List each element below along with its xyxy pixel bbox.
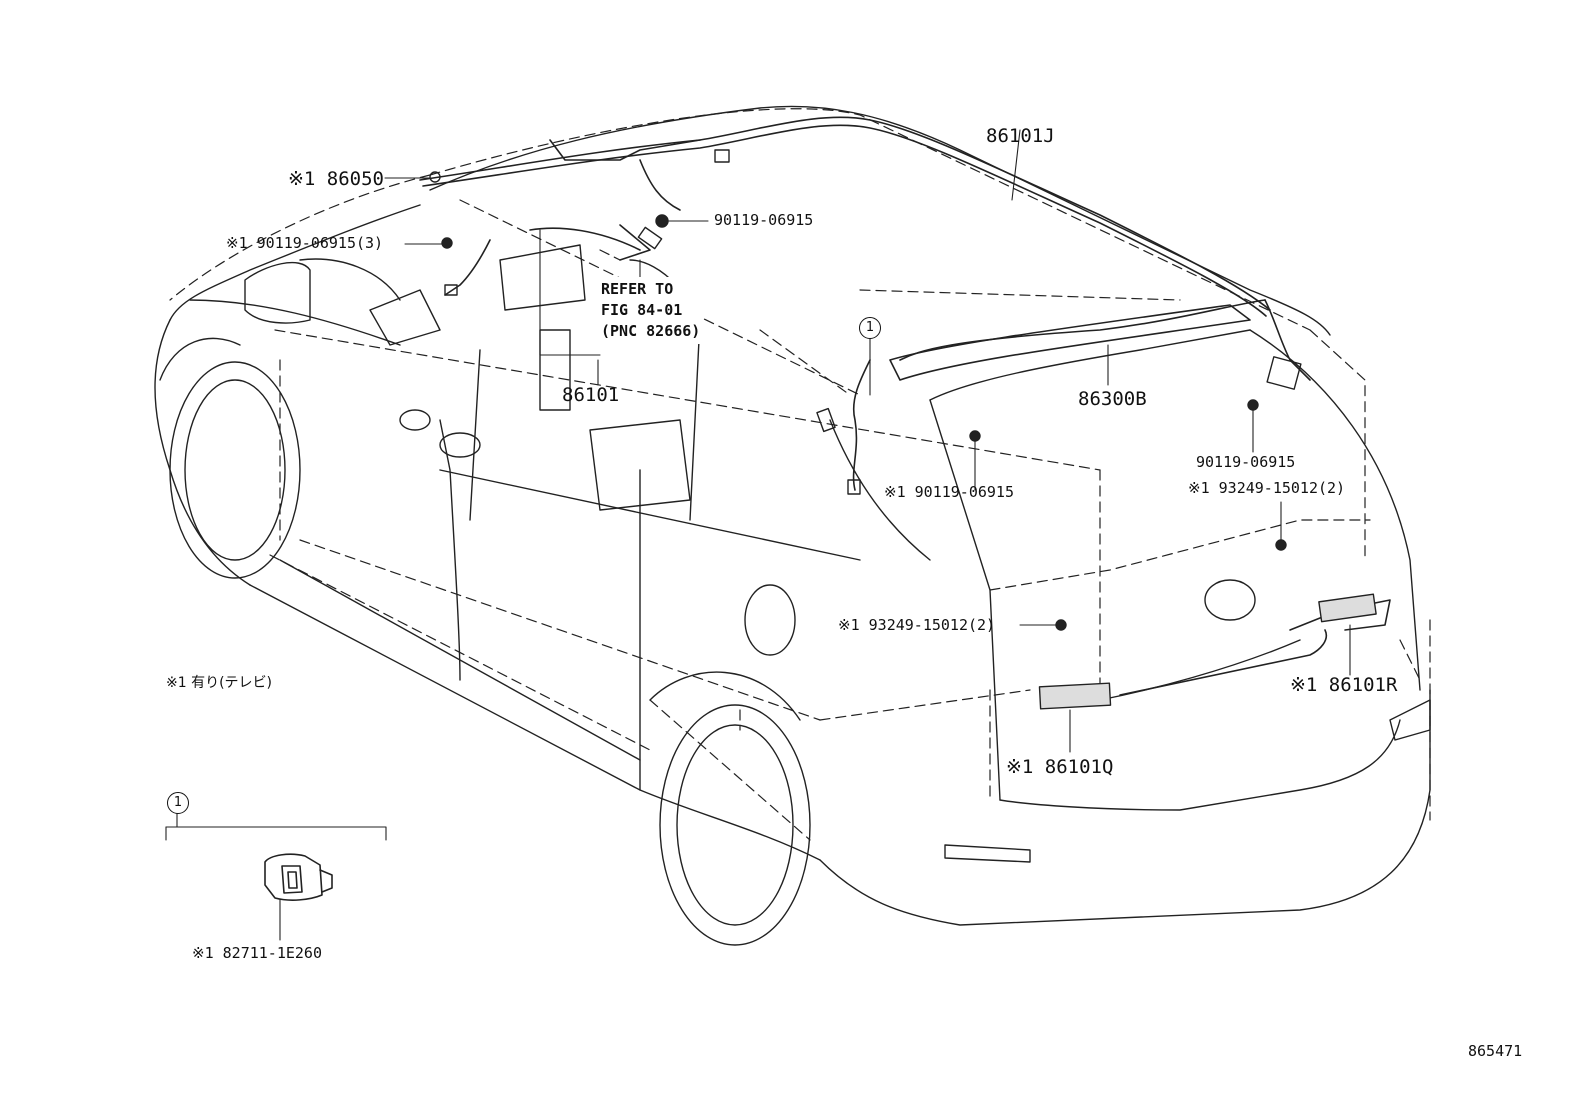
car-body-outline xyxy=(154,105,1431,946)
leader-lines xyxy=(165,129,1351,941)
label-clip-rear-right: ※1 93249-15012(2) xyxy=(1188,479,1346,497)
label-screw-rear-right: 90119-06915 xyxy=(1196,453,1296,471)
phantom-lines xyxy=(169,108,1431,841)
inset-callout-circle-1: 1 xyxy=(167,792,189,814)
label-86300B: 86300B xyxy=(1078,388,1147,410)
figure-id: 865471 xyxy=(1468,1042,1523,1060)
refer-line-3: (PNC 82666) xyxy=(601,322,701,340)
label-86101R: ※1 86101R xyxy=(1290,674,1398,696)
legend-note: ※1 有り(テレビ) xyxy=(166,675,273,691)
label-86101: 86101 xyxy=(562,384,620,406)
label-clip-rear-left: ※1 93249-15012(2) xyxy=(838,616,996,634)
inset-clip-part xyxy=(264,853,333,901)
label-86050: ※1 86050 xyxy=(288,168,384,190)
label-86101Q: ※1 86101Q xyxy=(1006,756,1114,778)
refer-to-note: REFER TO FIG 84-01 (PNC 82666) xyxy=(598,277,704,344)
label-screw-center: 90119-06915 xyxy=(714,211,814,229)
connectors xyxy=(444,149,1377,710)
callout-circle-1: 1 xyxy=(859,317,881,339)
fasteners xyxy=(429,171,1287,631)
refer-line-1: REFER TO xyxy=(601,280,674,298)
label-82711-1E260: ※1 82711-1E260 xyxy=(192,944,322,962)
label-screw-mid: ※1 90119-06915 xyxy=(884,483,1014,501)
label-screw-front: ※1 90119-06915(3) xyxy=(226,234,384,252)
refer-line-2: FIG 84-01 xyxy=(601,301,683,319)
antenna-cords xyxy=(419,116,1391,696)
label-86101J: 86101J xyxy=(986,125,1055,147)
